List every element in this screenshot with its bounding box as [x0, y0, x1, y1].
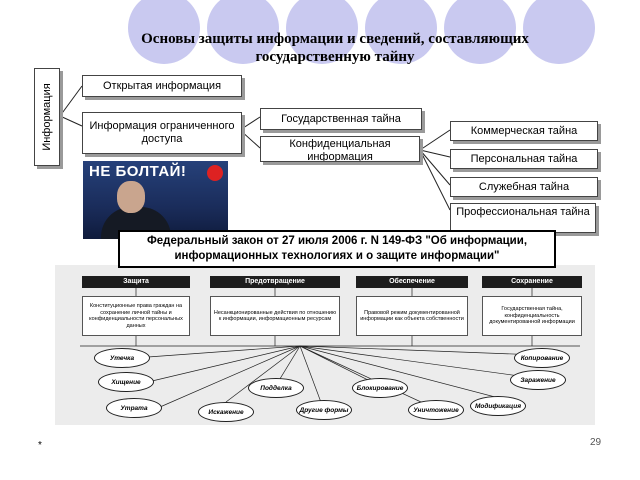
personal-secret-label: Персональная тайна [470, 152, 578, 165]
threat-forgery: Подделка [248, 378, 304, 398]
restricted-info-box: Информация ограниченного доступа [82, 112, 242, 154]
column-text-preservation: Государственная тайна, конфиденциальност… [482, 296, 582, 336]
professional-secret-box: Профессиональная тайна [450, 203, 596, 233]
photo-figure-head [117, 181, 145, 213]
personal-secret-box: Персональная тайна [450, 149, 598, 169]
column-text-protection: Конституционные права граждан на сохране… [82, 296, 190, 336]
top-diagram-connectors [59, 85, 451, 211]
confidential-label: Конфиденциальная информация [289, 138, 391, 162]
column-head-preservation: Сохранение [482, 276, 582, 288]
column-head-prevention: Предотвращение [210, 276, 340, 288]
decor-circle-1 [128, 0, 200, 64]
threat-distortion: Искажение [198, 402, 254, 422]
threat-leak: Утечка [94, 348, 150, 368]
page-number: 29 [590, 437, 602, 448]
commercial-secret-box: Коммерческая тайна [450, 121, 598, 141]
column-head-protection: Защита [82, 276, 190, 288]
state-secret-box: Государственная тайна [260, 108, 422, 130]
threat-destruction: Уничтожение [408, 400, 464, 420]
decor-circle-5 [444, 0, 516, 64]
service-secret-label: Служебная тайна [478, 180, 570, 193]
column-head-provision: Обеспечение [356, 276, 468, 288]
law-caption: Федеральный закон от 27 июля 2006 г. N 1… [118, 230, 556, 268]
service-secret-box: Служебная тайна [450, 177, 598, 197]
threat-other-forms: Другие формы [296, 400, 352, 420]
photo-logo-icon [207, 165, 223, 181]
decor-circle-3 [286, 0, 358, 64]
threat-theft: Хищение [98, 372, 154, 392]
confidential-box: Конфиденциальная информация [260, 136, 420, 162]
threat-infection: Заражение [510, 370, 566, 390]
state-secret-label: Государственная тайна [281, 112, 401, 125]
threat-blocking: Блокирование [352, 378, 408, 398]
title-line-1: Основы защиты информации и сведений, сос… [141, 31, 529, 47]
restricted-info-label: Информация ограниченного доступа [89, 120, 235, 145]
photo-slogan: НЕ БОЛТАЙ! [89, 163, 187, 180]
footer-mark: * [38, 440, 42, 451]
root-info-box: Информация [34, 68, 60, 166]
professional-secret-label: Профессиональная тайна [456, 206, 590, 218]
title-line-2: государственную тайну [255, 49, 415, 65]
decor-circle-4 [365, 0, 437, 64]
decor-circle-6 [523, 0, 595, 64]
law-caption-text: Федеральный закон от 27 июля 2006 г. N 1… [146, 235, 528, 262]
open-info-box: Открытая информация [82, 75, 242, 97]
decor-circle-2 [207, 0, 279, 64]
column-text-provision: Правовой режим документированной информа… [356, 296, 468, 336]
threat-loss: Утрата [106, 398, 162, 418]
commercial-secret-label: Коммерческая тайна [470, 124, 578, 137]
open-info-label: Открытая информация [102, 79, 222, 92]
slide-title: Основы защиты информации и сведений, сос… [100, 30, 570, 66]
threat-modification: Модификация [470, 396, 526, 416]
column-text-prevention: Несанкционированные действия по отношени… [210, 296, 340, 336]
threat-copying: Копирование [514, 348, 570, 368]
